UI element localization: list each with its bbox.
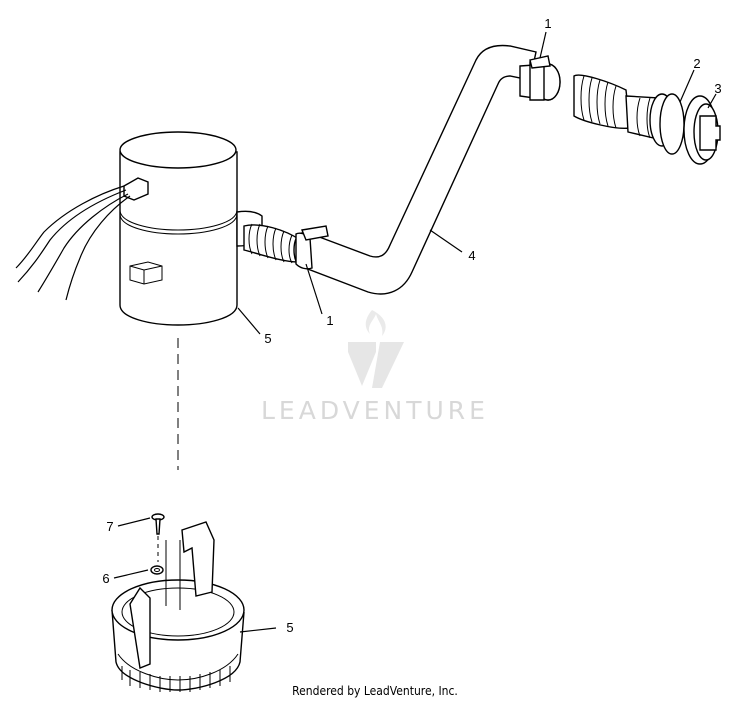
callout-2-fitting: 2 bbox=[693, 56, 700, 71]
callout-5-base: 5 bbox=[286, 620, 293, 635]
screw bbox=[151, 513, 165, 535]
callout-6-washer: 6 bbox=[102, 571, 109, 586]
callout-7-screw: 7 bbox=[106, 519, 113, 534]
callout-1-upper-clamp: 1 bbox=[544, 16, 551, 31]
hose-clamp-lower bbox=[295, 225, 329, 270]
hose-clamp-upper bbox=[529, 55, 551, 101]
callout-4-hose: 4 bbox=[468, 248, 475, 263]
leader-lines bbox=[113, 31, 717, 633]
thru-hull-fitting bbox=[573, 74, 685, 155]
bilge-pump-motor bbox=[119, 131, 263, 326]
callout-5-pump: 5 bbox=[264, 331, 271, 346]
discharge-hose bbox=[293, 44, 561, 295]
leadventure-watermark-text: LEADVENTURE bbox=[261, 396, 489, 425]
thru-hull-flange-nut bbox=[683, 95, 721, 165]
washer bbox=[150, 565, 164, 575]
corrugated-hose-lower bbox=[243, 223, 301, 264]
pump-strainer-base bbox=[111, 521, 245, 692]
pump-wires bbox=[15, 185, 131, 301]
callout-3-flange-nut: 3 bbox=[714, 81, 721, 96]
leadventure-watermark-logo bbox=[348, 310, 404, 388]
render-credit-footer: Rendered by LeadVenture, Inc. bbox=[292, 684, 458, 698]
callout-1-lower-clamp: 1 bbox=[326, 313, 333, 328]
